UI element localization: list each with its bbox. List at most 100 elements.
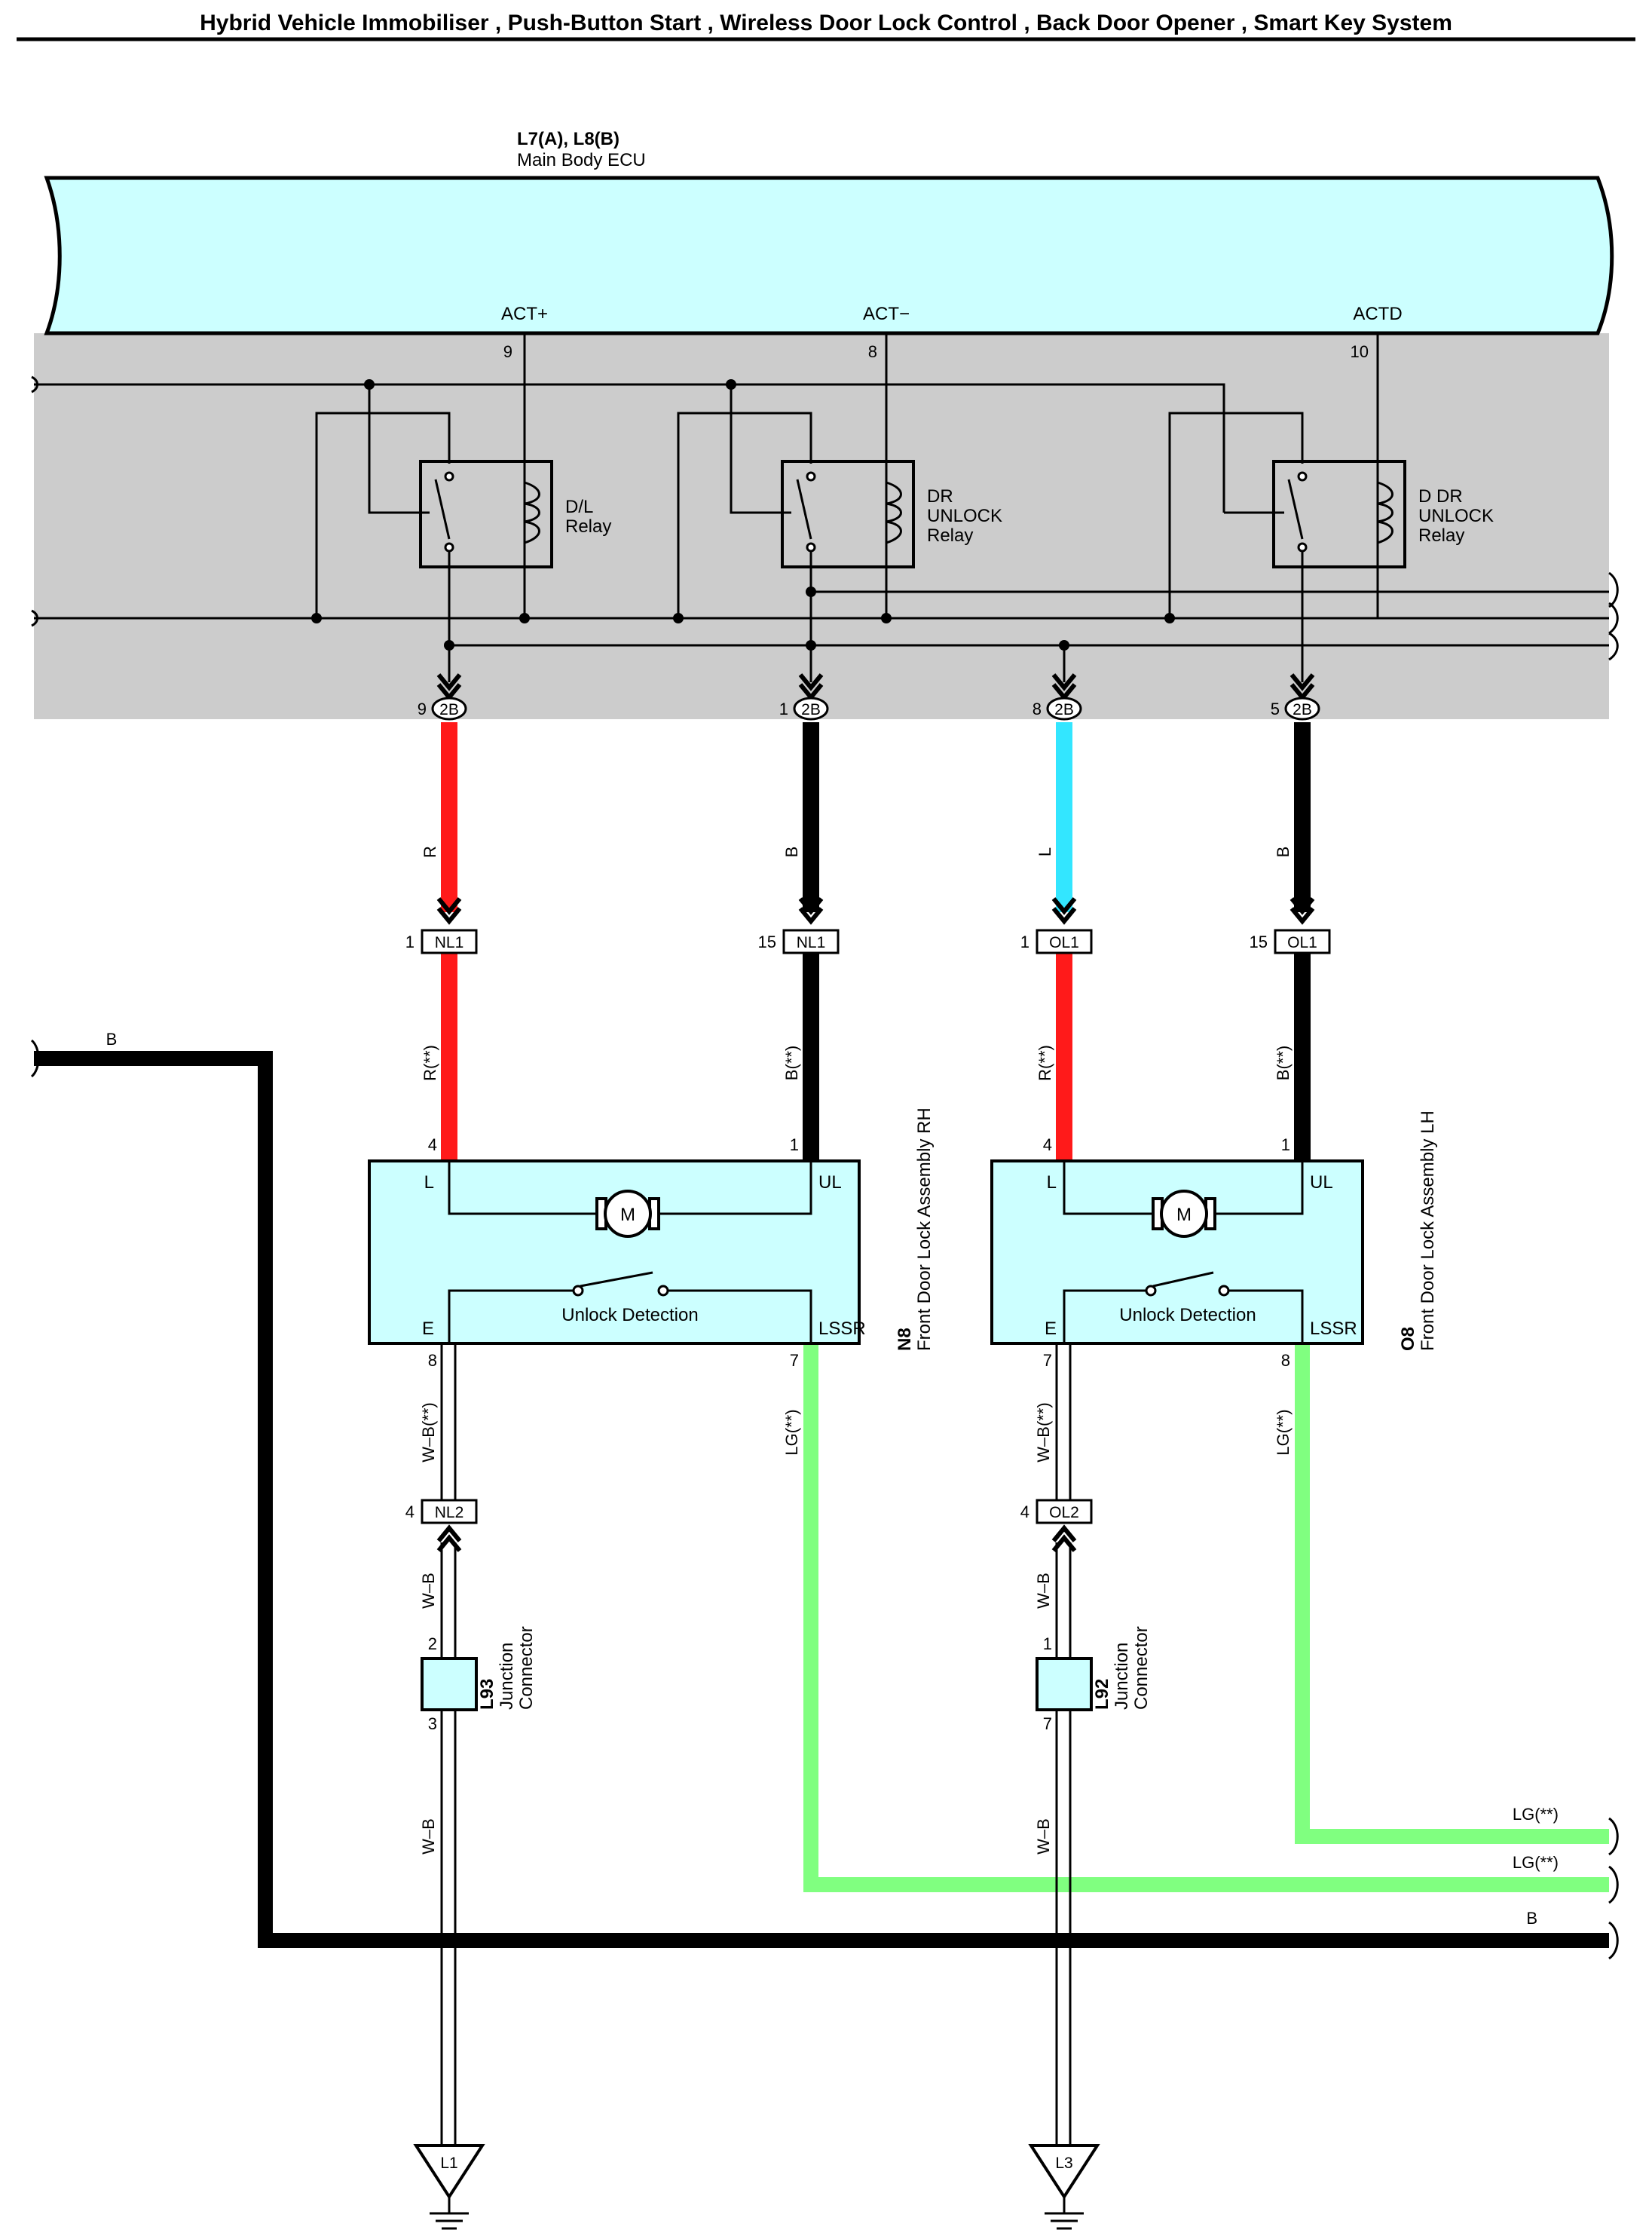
lower-connectors: NL2 4 OL2 4 <box>405 1499 1093 1552</box>
lh-pin-lssr: 8 <box>1281 1351 1290 1370</box>
junction-l92: 1 7 L92 Junction Connector <box>1036 1626 1152 1733</box>
relay-dl: D/L Relay <box>419 460 611 568</box>
relay-dl-label-2: Relay <box>565 516 611 537</box>
l93-name-1: Junction <box>497 1643 517 1710</box>
rh-pin-ul: 1 <box>790 1135 799 1154</box>
lh-term-e: E <box>1045 1319 1057 1339</box>
relay-dr-unlock: DR UNLOCK Relay <box>781 460 1002 568</box>
diagram-title: Hybrid Vehicle Immobiliser , Push-Button… <box>200 11 1452 35</box>
right-wire-lg-2: LG(**) <box>1513 1853 1559 1872</box>
wire-label-b1: B <box>782 847 801 858</box>
right-wire-lg-1: LG(**) <box>1513 1805 1559 1824</box>
ecu-conn-3-pin: 8 <box>1032 700 1042 718</box>
left-wire-label: B <box>106 1030 118 1049</box>
rh-pin-l: 4 <box>428 1135 437 1154</box>
l92-wire-above: W–B <box>1034 1573 1053 1609</box>
l92-pin-top: 1 <box>1043 1634 1052 1653</box>
right-wire-b: B <box>1526 1909 1537 1928</box>
mid-conn-3-pin: 1 <box>1020 933 1029 951</box>
mid-conn-4-pin: 15 <box>1250 933 1268 951</box>
lower-conn-1-code: NL2 <box>435 1504 464 1521</box>
ecu-pin-act-minus: 8 <box>868 342 877 361</box>
rh-pin-e: 8 <box>428 1351 437 1370</box>
relay-dr-label-2: UNLOCK <box>927 506 1002 526</box>
ecu-pin-actd: 10 <box>1351 342 1369 361</box>
ecu-internal-band <box>34 333 1609 719</box>
switch-lh-label: Unlock Detection <box>1119 1305 1256 1325</box>
wire-label-l: L <box>1036 847 1054 856</box>
motor-rh-icon: M <box>620 1205 635 1225</box>
ecu-conn-4-pin: 5 <box>1271 700 1280 718</box>
lh-e-wire-label: W–B(**) <box>1034 1402 1053 1462</box>
l93-code: L93 <box>477 1679 497 1710</box>
lower-conn-1-pin: 4 <box>405 1502 415 1521</box>
rh-pin-lssr: 7 <box>790 1351 799 1370</box>
ecu-conn-3-code: 2B <box>1054 701 1074 718</box>
wire-harness <box>30 722 1619 2146</box>
ecu-conn-4-code: 2B <box>1293 701 1312 718</box>
lh-code: O8 <box>1398 1327 1418 1351</box>
relay-dl-label-1: D/L <box>565 497 593 517</box>
l92-pin-bottom: 7 <box>1043 1714 1052 1733</box>
junction-l93: 2 3 L93 Junction Connector <box>421 1626 537 1733</box>
lower-conn-2-pin: 4 <box>1020 1502 1029 1521</box>
rh-lssr-wire-label: LG(**) <box>782 1409 801 1455</box>
ecu-internal-wiring <box>31 333 1619 682</box>
door-lock-lh: M Unlock Detection L UL E LSSR 4 1 7 8 O… <box>990 1110 1438 1370</box>
ecu-conn-2-pin: 1 <box>779 700 788 718</box>
ecu-pin-act-plus: 9 <box>503 342 512 361</box>
switch-rh-label: Unlock Detection <box>561 1305 698 1325</box>
rh-e-wire-label: W–B(**) <box>419 1402 438 1462</box>
ecu-codes: L7(A), L8(B) <box>517 129 620 149</box>
ecu-conn-1-pin: 9 <box>418 700 427 718</box>
relay-ddr-label-1: D DR <box>1418 486 1463 507</box>
ecu-terminal-actd: ACTD <box>1353 304 1402 324</box>
ground-l3-label: L3 <box>1055 2155 1072 2172</box>
wire-label-r-lower-2: R(**) <box>1036 1045 1054 1081</box>
rh-term-l: L <box>424 1172 434 1193</box>
wire-label-b-lower-1: B(**) <box>782 1046 801 1080</box>
relay-dr-label-3: Relay <box>927 525 973 546</box>
l92-name-2: Connector <box>1131 1626 1152 1710</box>
mid-conn-1-pin: 1 <box>405 933 415 951</box>
l93-wire-above: W–B <box>419 1573 438 1609</box>
mid-connectors: NL1 1 NL1 15 OL1 1 OL1 15 <box>405 897 1331 954</box>
lh-pin-ul: 1 <box>1281 1135 1290 1154</box>
rh-term-lssr: LSSR <box>818 1319 866 1339</box>
relay-ddr-label-2: UNLOCK <box>1418 506 1494 526</box>
ground-l1: L1 <box>413 2144 485 2230</box>
mid-conn-2-code: NL1 <box>797 934 826 951</box>
l93-pin-bottom: 3 <box>428 1714 437 1733</box>
ecu-name: Main Body ECU <box>517 150 646 170</box>
ecu-conn-1-code: 2B <box>439 701 459 718</box>
ecu-terminal-act-minus: ACT− <box>863 304 910 324</box>
lh-term-l: L <box>1047 1172 1057 1193</box>
mid-conn-1-code: NL1 <box>435 934 464 951</box>
lower-conn-2-code: OL2 <box>1049 1504 1079 1521</box>
l92-name-1: Junction <box>1112 1643 1132 1710</box>
lh-pin-l: 4 <box>1043 1135 1052 1154</box>
lh-lssr-wire-label: LG(**) <box>1274 1409 1293 1455</box>
rh-name: Front Door Lock Assembly RH <box>914 1107 935 1351</box>
l93-pin-top: 2 <box>428 1634 437 1653</box>
rh-code: N8 <box>895 1328 915 1351</box>
wire-label-r: R <box>421 846 439 858</box>
lh-term-ul: UL <box>1310 1172 1333 1193</box>
motor-lh-icon: M <box>1176 1205 1192 1225</box>
rh-term-ul: UL <box>818 1172 842 1193</box>
l93-wire-below: W–B <box>419 1818 438 1855</box>
wire-label-b-lower-2: B(**) <box>1274 1046 1293 1080</box>
l92-code: L92 <box>1092 1679 1112 1710</box>
l93-name-2: Connector <box>516 1626 537 1710</box>
relay-d-dr-unlock: D DR UNLOCK Relay <box>1272 460 1494 568</box>
wire-label-b2: B <box>1274 847 1293 858</box>
ground-l1-label: L1 <box>440 2155 457 2172</box>
relay-dr-label-1: DR <box>927 486 953 507</box>
lh-name: Front Door Lock Assembly LH <box>1418 1110 1438 1351</box>
mid-conn-3-code: OL1 <box>1049 934 1079 951</box>
lh-pin-e: 7 <box>1043 1351 1052 1370</box>
mid-conn-2-pin: 15 <box>758 933 776 951</box>
wire-label-r-lower-1: R(**) <box>421 1045 439 1081</box>
lh-term-lssr: LSSR <box>1310 1319 1357 1339</box>
